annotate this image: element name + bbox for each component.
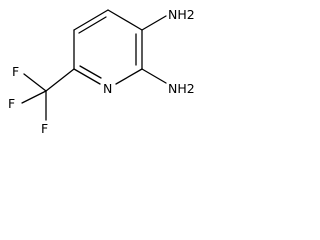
ring-bond-c3-c4 (107, 9, 143, 31)
ring-bond-c6-n1 (73, 68, 101, 85)
bond-c-f-left (21, 90, 47, 104)
ring-bond-c6-n1-double (79, 65, 102, 79)
fluorine-label-bottom: F (41, 121, 48, 136)
chemical-structure: NH2 NH2 N F F F (8, 7, 195, 136)
fluorine-label-left: F (8, 96, 15, 111)
ring-bond-n1-c2 (115, 68, 143, 85)
bond-c3-nh2 (141, 15, 167, 31)
ring-nitrogen-label: N (103, 81, 112, 96)
amine-label-top: NH2 (168, 7, 195, 22)
amine-label-bottom: NH2 (168, 81, 195, 96)
bond-c-f-top (23, 73, 47, 92)
fluorine-label-top: F (12, 64, 19, 79)
ring-bond-c4-c5-double (78, 16, 107, 34)
bond-c6-cf3 (45, 68, 75, 92)
ring-bond-c4-c5 (73, 9, 109, 31)
bond-c2-nh2 (141, 68, 167, 84)
